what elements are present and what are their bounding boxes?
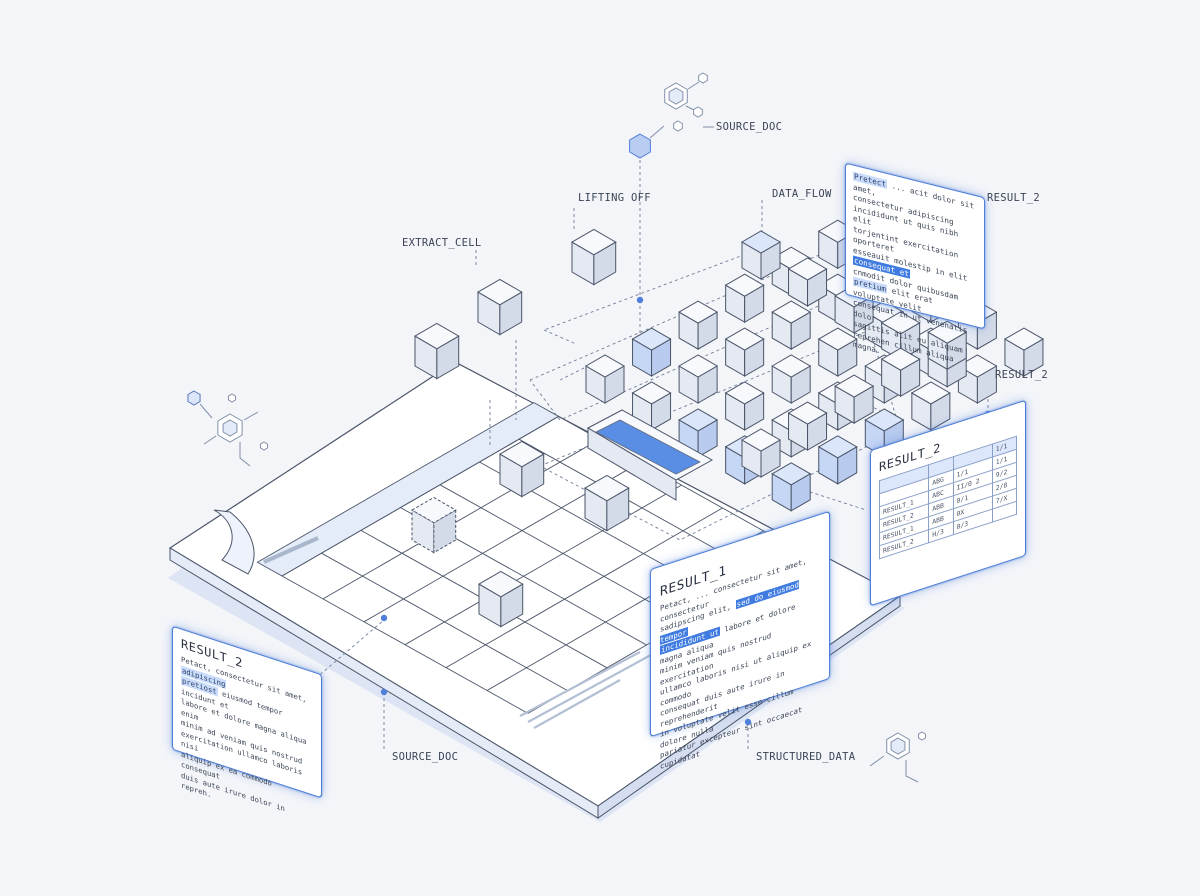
card-body: Pretect ... acit dolor sit amet, consect… xyxy=(853,171,974,364)
grid-line xyxy=(445,507,723,668)
molecule-bond xyxy=(905,760,919,783)
label-source-doc-top: SOURCE_DOC xyxy=(716,121,783,133)
hexagon-icon xyxy=(228,393,236,403)
hexagon-icon xyxy=(668,87,684,105)
document-heading-bar xyxy=(263,536,319,564)
hexagon-icon xyxy=(222,419,238,437)
data-cell-cube xyxy=(724,327,765,377)
data-cell-cube xyxy=(724,381,765,431)
data-cell-cube xyxy=(817,327,858,377)
label-structured-data: STRUCTURED_DATA xyxy=(756,751,856,763)
molecule-bond xyxy=(199,403,213,419)
hexagon-icon xyxy=(698,72,708,84)
grid-line xyxy=(281,416,559,577)
leader-line xyxy=(543,329,577,345)
data-cell-cube xyxy=(678,300,719,350)
molecule-bond xyxy=(687,81,700,90)
data-cell-cube xyxy=(927,320,968,371)
molecule-icons-layer xyxy=(187,72,926,783)
molecule-bond xyxy=(239,442,251,467)
data-cell-cube xyxy=(678,408,719,458)
data-cell-cube xyxy=(771,300,812,350)
label-source-doc-bottom: SOURCE_DOC xyxy=(392,751,459,763)
data-cell-cube xyxy=(741,428,781,478)
molecule-bond xyxy=(649,125,665,139)
extracted-row-highlight xyxy=(595,419,701,475)
hexagon-icon xyxy=(629,133,651,159)
leader-line xyxy=(803,489,867,511)
connector-dot xyxy=(380,688,388,696)
data-cell-cube xyxy=(817,435,858,485)
hexagon-icon xyxy=(187,390,201,406)
grid-line xyxy=(322,438,600,600)
molecule-bond xyxy=(203,435,217,445)
connector-dot xyxy=(744,718,752,726)
data-cell-cube xyxy=(787,257,828,307)
data-cell-cube xyxy=(910,381,951,431)
data-cell-cube xyxy=(771,354,812,404)
data-cell-cube xyxy=(1003,327,1044,377)
molecule-bond xyxy=(685,105,695,111)
hexagon-icon xyxy=(260,441,268,451)
data-cell-cube xyxy=(724,273,765,324)
grid-line xyxy=(404,484,682,646)
data-cell-cube xyxy=(741,230,781,280)
molecule-bond xyxy=(869,755,885,767)
data-cell-cube xyxy=(834,374,875,424)
floating-cell-cube xyxy=(571,228,617,286)
label-result-2-mid: RESULT_2 xyxy=(995,369,1048,381)
label-lifting-off: LIFTING OFF xyxy=(578,192,651,204)
document-text-line xyxy=(527,649,661,723)
data-cell-cube xyxy=(631,327,672,377)
label-result-2-top: RESULT_2 xyxy=(987,192,1040,204)
floating-cell-cube xyxy=(414,322,460,380)
leader-line xyxy=(543,247,763,331)
extracted-row-side xyxy=(587,427,677,501)
connector-dot xyxy=(636,296,644,304)
molecule-bond xyxy=(243,411,259,421)
floating-cell-cube xyxy=(478,570,524,628)
hexagon-icon xyxy=(918,731,926,741)
connector-dot xyxy=(380,614,388,622)
data-cell-cube xyxy=(957,354,998,404)
document-curl xyxy=(213,509,255,575)
data-cell-cube xyxy=(678,354,719,404)
data-cell-cube xyxy=(585,354,625,404)
document-text-line xyxy=(519,651,641,717)
floating-cell-cube xyxy=(477,278,523,336)
floating-cell-cube xyxy=(411,496,457,554)
floating-cubes-layer xyxy=(406,228,630,646)
data-cell-cube xyxy=(631,381,672,431)
data-cell-cube xyxy=(880,347,921,398)
document-text-line xyxy=(533,679,621,729)
floating-cell-cube xyxy=(584,474,630,532)
label-data-flow: DATA_FLOW xyxy=(772,188,832,200)
hexagon-icon xyxy=(693,106,703,118)
data-cell-cube xyxy=(771,462,812,512)
hexagon-icon xyxy=(890,737,906,755)
hexagon-icon xyxy=(673,120,683,132)
data-cell-cube xyxy=(787,401,828,451)
label-extract-cell: EXTRACT_CELL xyxy=(402,237,482,249)
floating-cell-cube xyxy=(499,440,545,498)
